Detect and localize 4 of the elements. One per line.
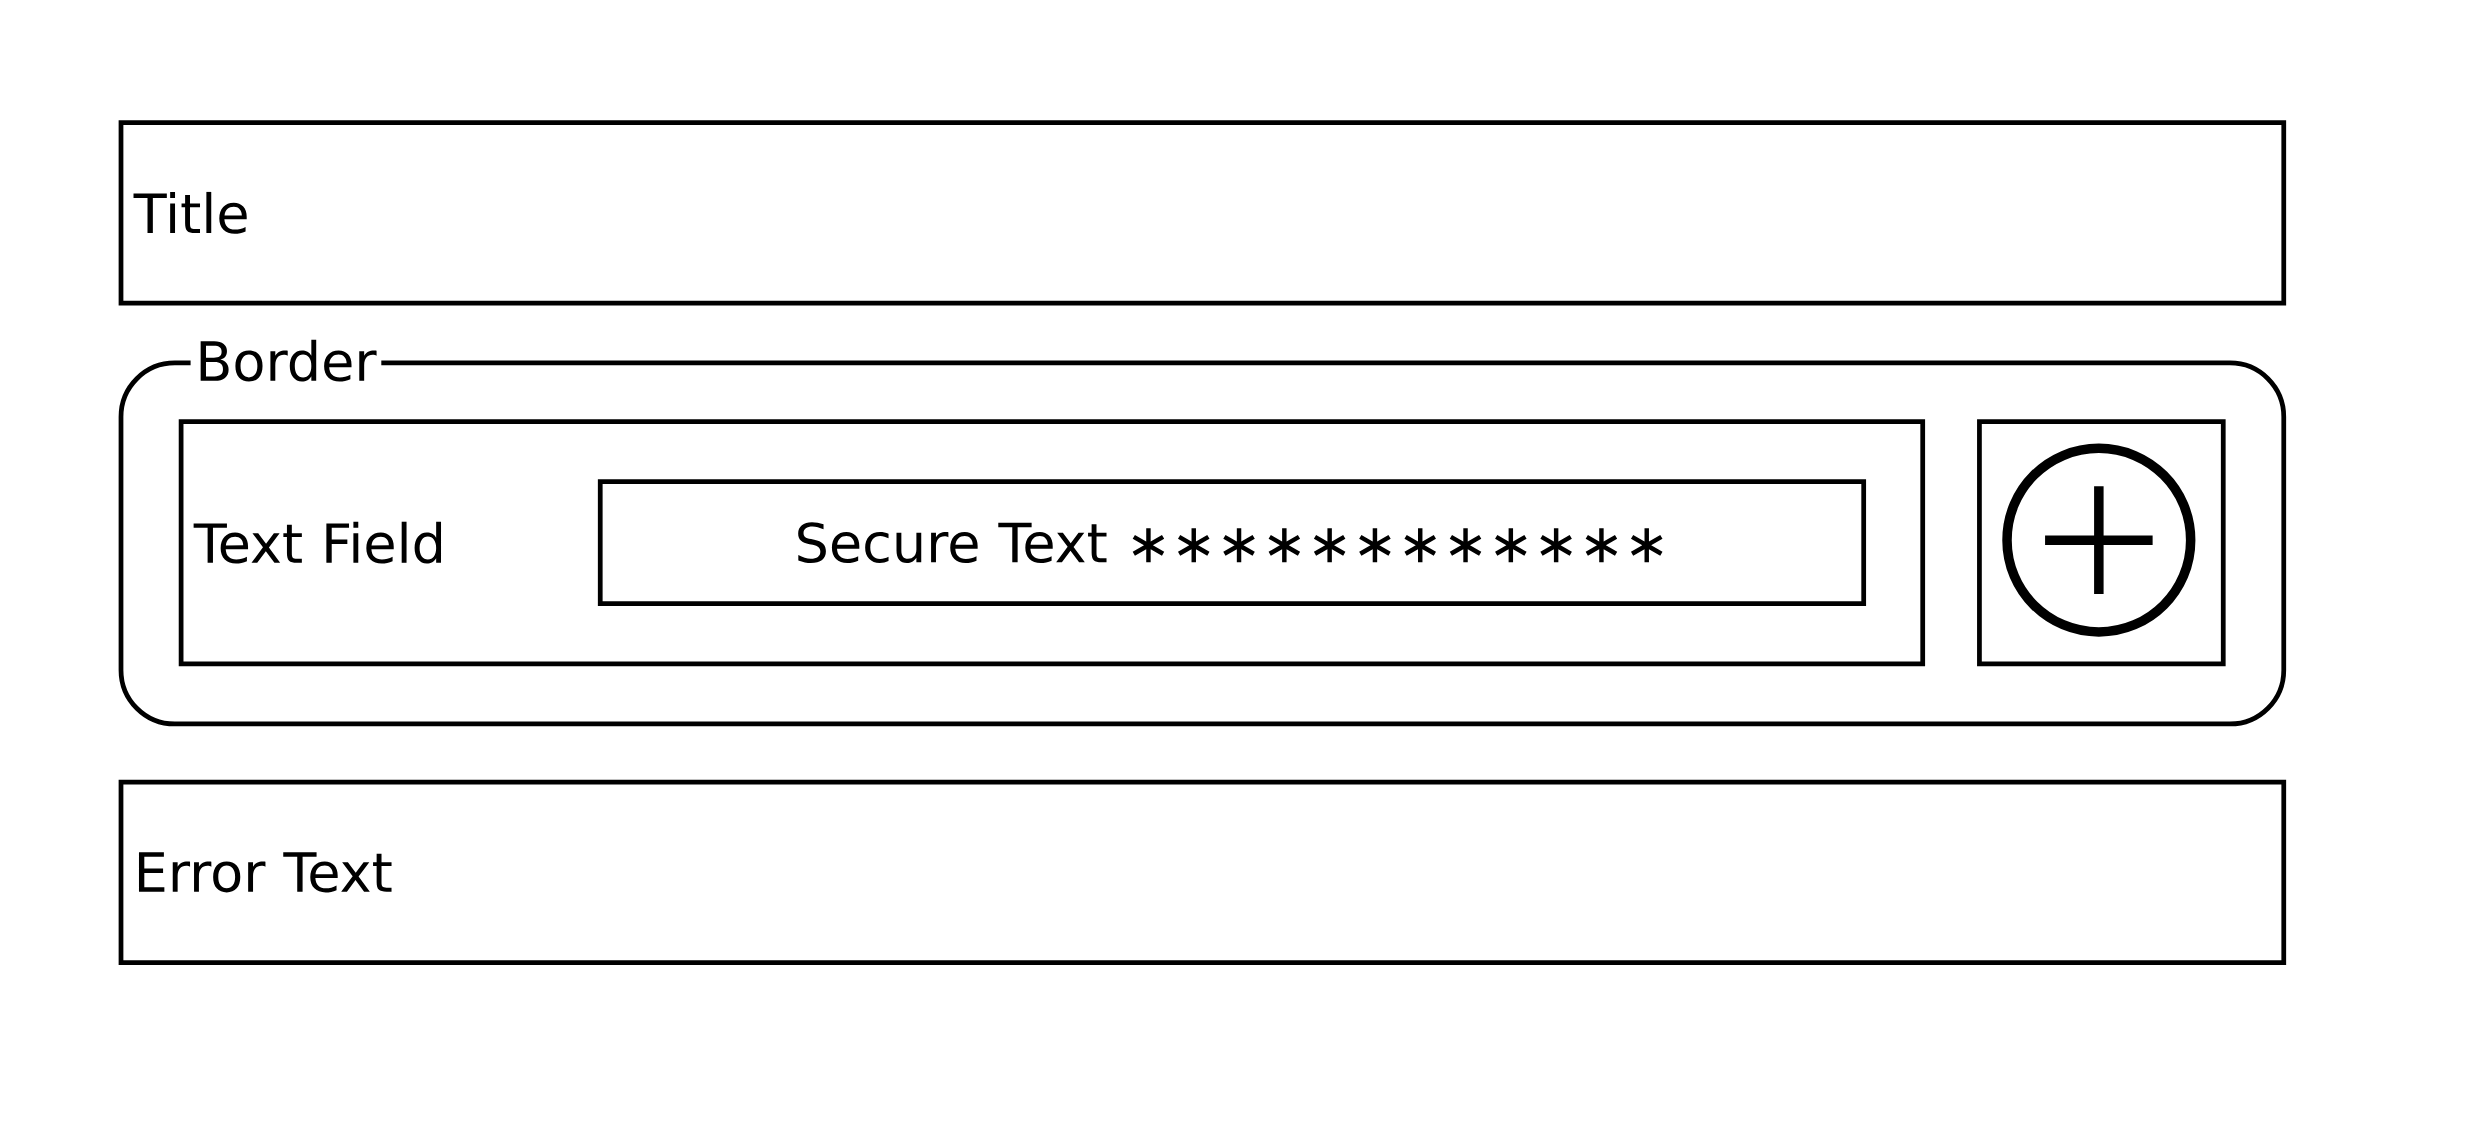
add-button [1977, 418, 2226, 666]
error-text-field: Error Text [118, 779, 2287, 965]
secure-text-field: Secure Text ∗∗∗∗∗∗∗∗∗∗∗∗ [597, 479, 1867, 606]
title-field: Title [118, 120, 2287, 306]
